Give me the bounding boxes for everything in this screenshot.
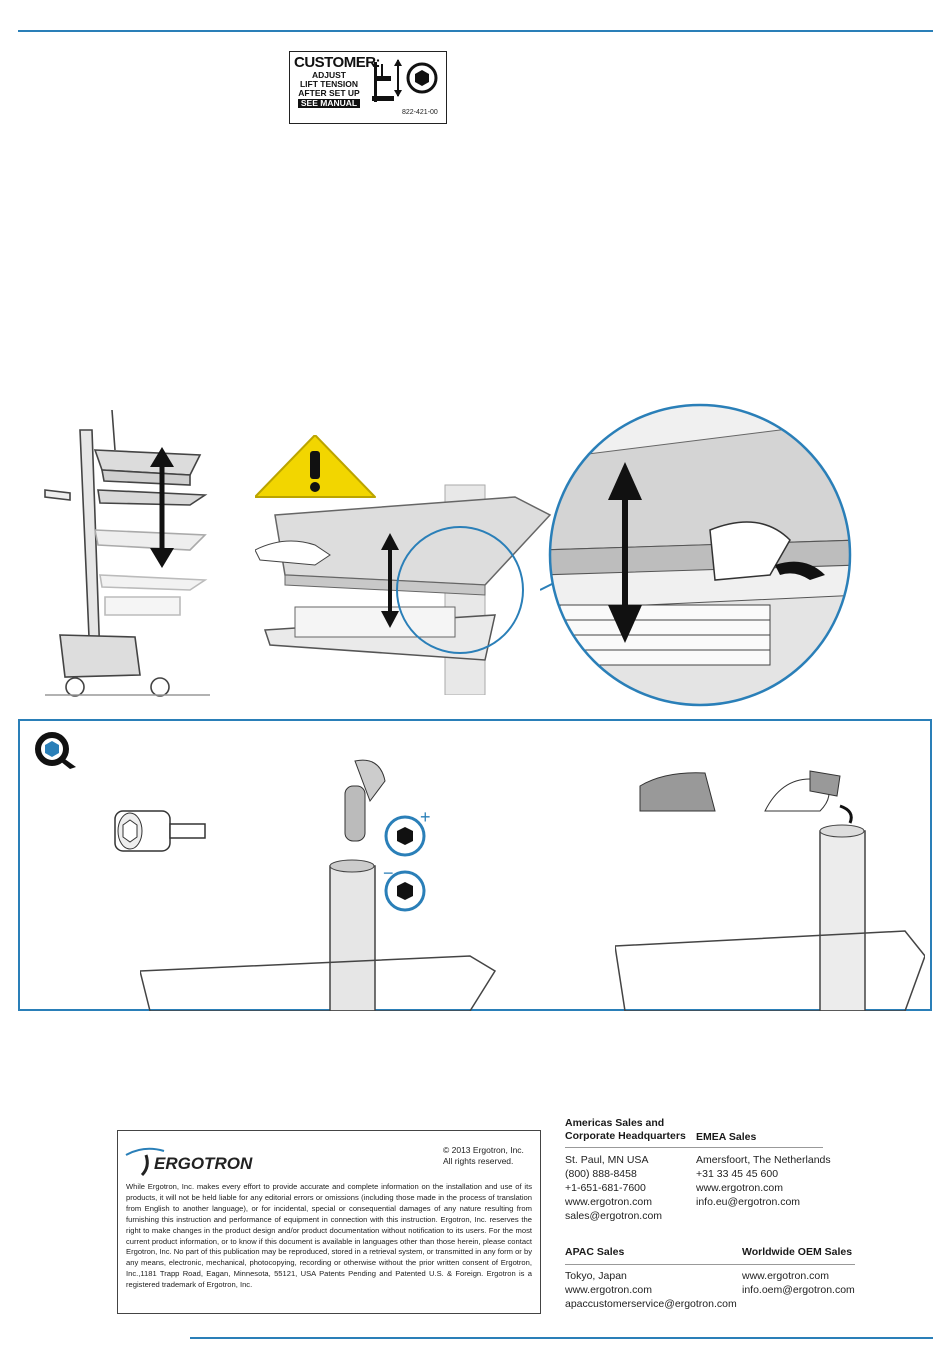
drill-adjust-illustration: + − [140,759,497,1011]
cart-illustration [44,409,210,697]
socket-bit-illustration [114,810,206,852]
americas-line[interactable]: sales@ergotron.com [565,1210,663,1222]
emea-line: +31 33 45 45 600 [696,1168,779,1180]
americas-heading-line1: Americas Sales and [565,1117,665,1129]
svg-text:+: + [420,807,431,827]
emea-line[interactable]: info.eu@ergotron.com [696,1196,801,1208]
americas-contact-lines: St. Paul, MN USA (800) 888-8458 +1-651-6… [565,1153,690,1223]
apac-line[interactable]: www.ergotron.com [565,1284,652,1296]
apac-line: Tokyo, Japan [565,1270,627,1282]
label-pictogram [372,59,438,102]
bottom-rule [190,1337,933,1339]
copyright-line: © 2013 Ergotron, Inc. [443,1145,524,1155]
copyright-notice: © 2013 Ergotron, Inc. All rights reserve… [443,1145,538,1167]
americas-line: +1-651-681-7600 [565,1182,646,1194]
label-line-after-setup: AFTER SET UP [298,88,360,98]
oem-line[interactable]: www.ergotron.com [742,1270,829,1282]
americas-emea-divider [565,1147,823,1148]
svg-text:−: − [383,863,394,883]
americas-line: (800) 888-8458 [565,1168,637,1180]
label-line-adjust: ADJUST [311,70,346,80]
logo-wordmark: ERGOTRON [154,1154,253,1173]
lift-tension-adjustment-panel: + − [18,719,932,1011]
americas-line[interactable]: www.ergotron.com [565,1196,652,1208]
americas-heading-line2: Corporate Headquarters [565,1130,686,1142]
top-rule [18,30,933,32]
label-part-code: 822-421-00 [402,109,438,116]
apac-heading: APAC Sales [565,1246,625,1258]
apac-oem-divider [565,1264,855,1265]
emea-line: Amersfoort, The Netherlands [696,1154,831,1166]
emea-contact-lines: Amersfoort, The Netherlands +31 33 45 45… [696,1153,836,1209]
label-line-see-manual: SEE MANUAL [297,99,361,108]
emea-line[interactable]: www.ergotron.com [696,1182,783,1194]
disclaimer-text: While Ergotron, Inc. makes every effort … [126,1182,532,1290]
americas-contact-block: Americas Sales and Corporate Headquarter… [565,1117,690,1143]
label-line-lift-tension: LIFT TENSION [299,79,359,89]
label-text: CUSTOMER: ADJUST LIFT TENSION AFTER SET … [294,54,381,108]
zoom-detail-circle [540,403,852,707]
hex-wrench-icon [35,732,76,769]
customer-label-sticker: CUSTOMER: ADJUST LIFT TENSION AFTER SET … [289,51,447,124]
oem-contact-lines: www.ergotron.com info.oem@ergotron.com [742,1269,862,1297]
ergotron-logo: ERGOTRON [125,1147,253,1177]
oem-line[interactable]: info.oem@ergotron.com [742,1284,855,1296]
apac-line[interactable]: apaccustomerservice@ergotron.com [565,1298,737,1310]
cap-replace-illustration [615,770,925,1011]
oem-heading: Worldwide OEM Sales [742,1246,853,1258]
americas-line: St. Paul, MN USA [565,1154,649,1166]
label-line-customer: CUSTOMER: [294,54,381,71]
emea-heading: EMEA Sales [696,1131,757,1143]
rights-line: All rights reserved. [443,1156,514,1166]
legal-notice-box: ERGOTRON © 2013 Ergotron, Inc. All right… [117,1130,541,1314]
keyboard-tray-illustration [255,435,552,695]
apac-contact-lines: Tokyo, Japan www.ergotron.com apaccustom… [565,1269,737,1311]
